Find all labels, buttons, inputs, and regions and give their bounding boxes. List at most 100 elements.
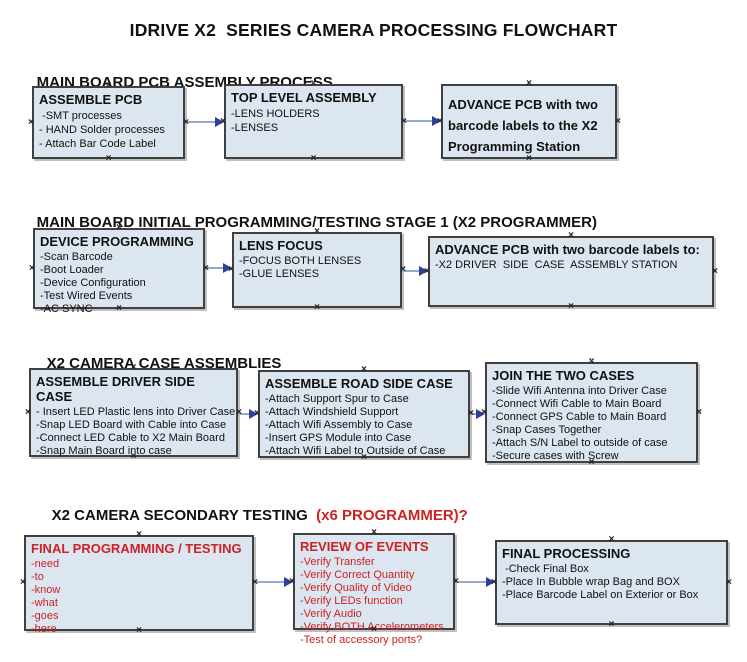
box-title: TOP LEVEL ASSEMBLY [231,90,377,105]
selection-handle-icon: × [136,529,142,540]
box-item: -FOCUS BOTH LENSES [239,255,362,267]
selection-handle-icon: × [361,364,367,375]
flow-box-final-processing[interactable]: FINAL PROCESSING -Check Final Box-Place … [491,535,732,630]
box-title: FINAL PROCESSING [502,546,631,561]
box-item: -Scan Barcode [40,251,113,263]
flow-box-assemble-road-side-case[interactable]: ASSEMBLE ROAD SIDE CASE -Attach Support … [254,365,474,463]
selection-handle-icon: × [568,230,574,241]
flow-box-assemble-driver-side-case[interactable]: ASSEMBLE DRIVER SIDE CASE - Insert LED P… [25,363,242,462]
box-item: -Verify Transfer [300,556,375,568]
selection-handle-icon: × [314,226,320,237]
selection-handle-icon: × [116,222,122,233]
arrow-shaft [470,413,479,415]
flow-box-lens-focus[interactable]: LENS FOCUS -FOCUS BOTH LENSES-GLUE LENSE… [228,227,406,313]
box-title: JOIN THE TWO CASES [492,368,635,383]
flow-box-review-of-events[interactable]: REVIEW OF EVENTS -Verify Transfer-Verify… [289,528,459,647]
box-items: -SMT processes - HAND Solder processes - A… [39,109,178,151]
selection-handle-icon: × [453,575,459,587]
arrow-head-icon [432,116,441,126]
box-item: -GLUE LENSES [239,268,320,280]
selection-handle-icon: × [468,408,474,419]
section-heading-text: X2 CAMERA SECONDARY TESTING [51,507,317,524]
flow-arrow[interactable] [455,577,495,587]
box-item: -Snap Main Board into case [36,445,172,457]
flow-arrow[interactable] [238,409,258,419]
selection-handle-icon: × [608,534,615,545]
selection-handle-icon: × [726,576,732,588]
box-item: -goes [31,610,59,622]
box-item: -Verify BOTH Accelerometers [300,621,444,633]
selection-handle-icon: × [254,408,260,419]
box-title: DEVICE PROGRAMMING [40,234,194,249]
arrow-shaft [205,267,226,269]
flow-arrow[interactable] [205,263,232,273]
flow-arrow[interactable] [403,116,441,126]
arrow-head-icon [486,577,495,587]
selection-handle-icon: × [696,406,702,418]
box-item: -what [31,597,58,609]
box-item: -here [31,623,57,635]
box-item: -X2 DRIVER SIDE CASE ASSEMBLY STATION [435,259,678,271]
selection-handle-icon: × [310,153,317,164]
arrow-shaft [238,413,252,415]
section-heading-initial-programming: MAIN BOARD INITIAL PROGRAMMING/TESTING S… [20,197,597,248]
flow-arrow[interactable] [254,577,293,587]
box-item: -Verify Quality of Video [300,582,412,594]
box-items: -Verify Transfer-Verify Correct Quantity… [300,556,448,647]
box-item: -Test Wired Events [40,290,133,302]
box-item: -LENSES [231,122,279,134]
box-title: ASSEMBLE ROAD SIDE CASE [265,376,453,391]
selection-handle-icon: × [105,153,112,164]
selection-handle-icon: × [28,116,34,128]
box-item: -to [31,571,44,583]
box-items: -X2 DRIVER SIDE CASE ASSEMBLY STATION [435,259,707,272]
selection-handle-icon: × [400,264,406,275]
box-item: - HAND Solder processes [39,124,165,136]
box-item: -AC SYNC [40,303,93,315]
selection-handle-icon: × [526,153,532,164]
selection-handle-icon: × [314,302,320,313]
selection-handle-icon: × [289,575,295,587]
box-item: -Device Configuration [40,277,146,289]
box-item: -LENS HOLDERS [231,108,320,120]
flow-box-join-the-two-cases[interactable]: JOIN THE TWO CASES -Slide Wifi Antenna i… [481,357,702,468]
flow-box-advance-pcb-driver-side-station[interactable]: ADVANCE PCB with two barcode labels to: … [424,231,718,312]
box-item: -Check Final Box [502,563,589,575]
box-items: -need-to-know-what-goes-here [31,558,247,636]
arrow-shaft [185,121,218,123]
box-item: -Verify LEDs function [300,595,403,607]
selection-handle-icon: × [130,362,137,373]
flow-box-device-programming[interactable]: DEVICE PROGRAMMING -Scan Barcode-Boot Lo… [29,223,209,316]
box-item: -Connect GPS Cable to Main Board [492,411,667,423]
flow-box-assemble-pcb[interactable]: ASSEMBLE PCB -SMT processes- HAND Solder… [28,81,189,164]
flow-arrow[interactable] [185,117,224,127]
section-heading-secondary-testing: X2 CAMERA SECONDARY TESTING (x6 PROGRAMM… [35,490,468,541]
selection-handle-icon: × [228,264,234,275]
box-item: -Snap Cases Together [492,424,602,436]
arrow-head-icon [223,263,232,273]
box-items: -Slide Wifi Antenna into Driver Case-Con… [492,385,691,463]
selection-handle-icon: × [526,78,532,89]
box-title: FINAL PROGRAMMING / TESTING [31,541,242,556]
box-item: -Connect LED Cable to X2 Main Board [36,432,225,444]
selection-handle-icon: × [712,265,718,277]
flow-box-top-level-assembly[interactable]: TOP LEVEL ASSEMBLY -LENS HOLDERS-LENSES … [220,79,407,164]
section-heading-red-text: (x6 PROGRAMMER)? [316,507,468,524]
arrow-shaft [254,581,287,583]
arrow-shaft [402,270,422,272]
flow-arrow[interactable] [470,409,485,419]
box-item: -Attach Support Spur to Case [265,393,409,405]
selection-handle-icon: × [424,265,430,277]
page-title: IDRIVE X2 SERIES CAMERA PROCESSING FLOWC… [129,20,618,40]
flow-arrow[interactable] [402,266,428,276]
box-item: - Attach Bar Code Label [39,138,156,150]
flow-box-advance-pcb-programming-station[interactable]: ADVANCE PCB with two barcode labels to t… [437,79,621,164]
box-item: -SMT processes [39,110,122,122]
arrow-head-icon [284,577,293,587]
arrow-head-icon [419,266,428,276]
flow-box-final-programming-testing[interactable]: FINAL PROGRAMMING / TESTING -need-to-kno… [20,530,258,636]
arrow-shaft [403,120,435,122]
selection-handle-icon: × [25,406,31,418]
selection-handle-icon: × [203,262,209,274]
